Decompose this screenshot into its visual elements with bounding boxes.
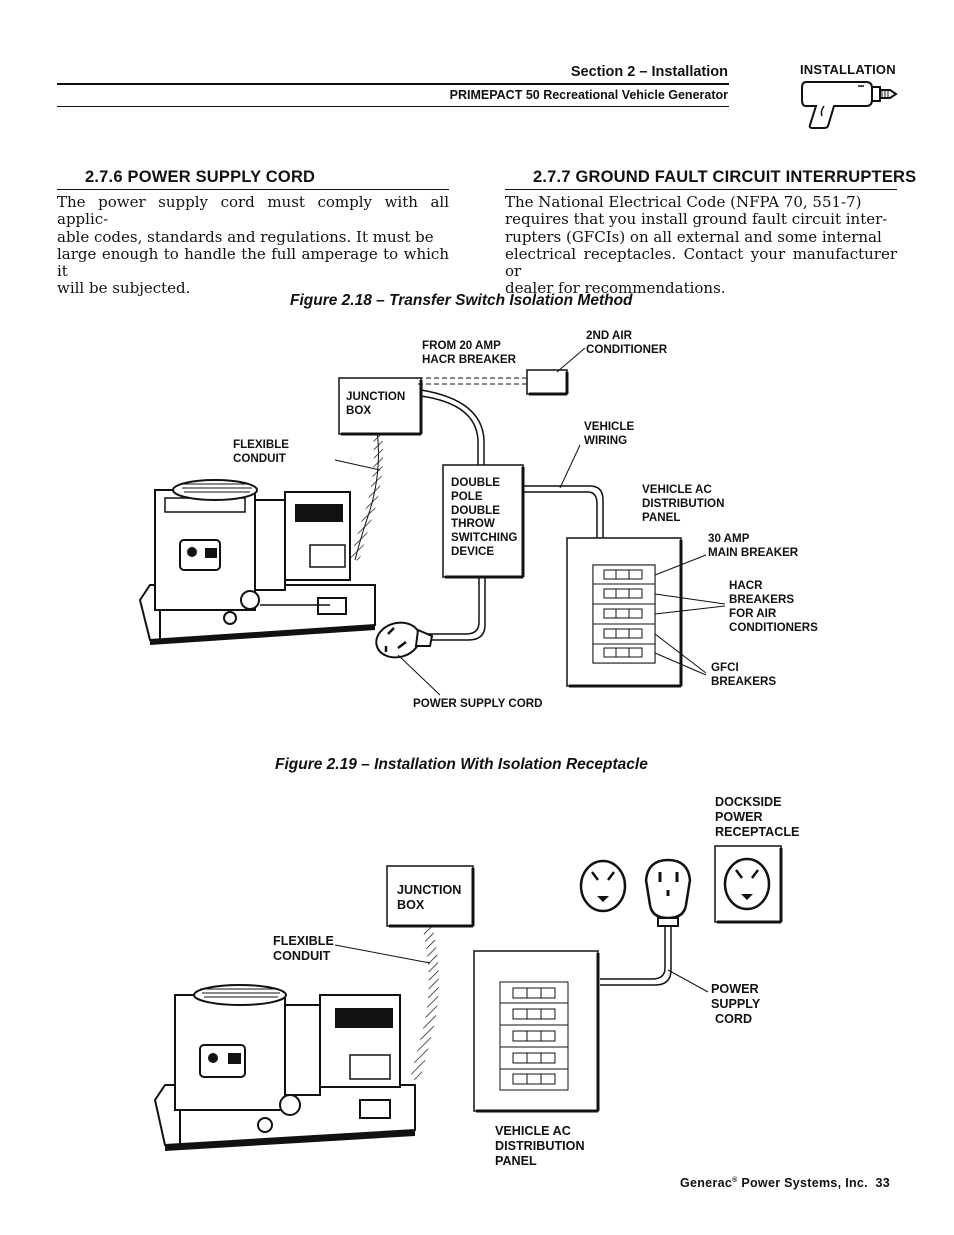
label-flexible-conduit: FLEXIBLE: [273, 934, 334, 948]
label-vehicle-wiring: VEHICLE: [584, 420, 635, 433]
label-power-supply-cord: SUPPLY: [711, 997, 761, 1011]
label-dockside-receptacle: RECEPTACLE: [715, 825, 799, 839]
registered-mark: ®: [732, 1176, 738, 1184]
label-flexible-conduit: FLEXIBLE: [233, 438, 289, 451]
footer-company-rest: Power Systems, Inc.: [737, 1176, 868, 1190]
label-air-conditioner: 2ND AIR: [586, 329, 633, 342]
label-distribution-panel: PANEL: [495, 1154, 537, 1168]
label-power-supply-cord: POWER: [711, 982, 759, 996]
label-dockside-receptacle: POWER: [715, 810, 763, 824]
label-junction-box: BOX: [397, 898, 425, 912]
label-distribution-panel: VEHICLE AC: [495, 1124, 571, 1138]
generator-illustration: [138, 479, 376, 645]
label-main-breaker: MAIN BREAKER: [708, 546, 799, 559]
label-hacr-breakers: FOR AIR: [729, 607, 777, 620]
section-title: Section 2 – Installation: [570, 64, 728, 80]
label-switching-device: POLE: [451, 490, 483, 503]
label-switching-device: DOUBLE: [451, 504, 500, 517]
label-distribution-panel: DISTRIBUTION: [495, 1139, 585, 1153]
generator-illustration: [153, 984, 416, 1151]
page-footer: Generac® Power Systems, Inc. 33: [680, 1176, 890, 1190]
heading-power-supply-cord: 2.7.6 POWER SUPPLY CORD: [85, 168, 316, 186]
label-hacr-breakers: CONDITIONERS: [729, 621, 818, 634]
label-flexible-conduit: CONDUIT: [233, 452, 286, 465]
label-distribution-panel: VEHICLE AC: [642, 483, 712, 496]
air-conditioner-box: [526, 369, 568, 395]
label-junction-box: JUNCTION: [346, 390, 405, 403]
document-subtitle: PRIMEPACT 50 Recreational Vehicle Genera…: [449, 88, 728, 102]
label-dockside-receptacle: DOCKSIDE: [715, 795, 781, 809]
footer-company: Generac: [679, 1176, 733, 1190]
label-switching-device: DEVICE: [451, 545, 494, 558]
label-from-breaker: FROM 20 AMP: [422, 339, 501, 352]
paragraph-line: electrical receptacles. Contact your man…: [505, 244, 897, 281]
label-junction-box: BOX: [346, 404, 371, 417]
drill-icon: [801, 81, 898, 129]
label-distribution-panel: DISTRIBUTION: [642, 497, 724, 510]
paragraph-power-supply-cord: The power supply cord must comply with a…: [57, 193, 449, 298]
heading-rule-left: [57, 189, 449, 190]
page-number: 33: [875, 1176, 890, 1190]
label-gfci-breakers: BREAKERS: [711, 675, 776, 688]
heading-gfci: 2.7.7 GROUND FAULT CIRCUIT INTERRUPTERS: [533, 168, 917, 186]
junction-box: [386, 865, 474, 927]
label-distribution-panel: PANEL: [642, 511, 680, 524]
paragraph-line: will be subjected.: [57, 279, 191, 298]
label-switching-device: SWITCHING: [451, 531, 517, 544]
paragraph-line: able codes, standards and regulations. I…: [57, 227, 434, 246]
dockside-outlet-icon: [723, 857, 771, 911]
label-gfci-breakers: GFCI: [711, 661, 739, 674]
junction-box: [338, 377, 422, 435]
label-flexible-conduit: CONDUIT: [273, 949, 331, 963]
label-switching-device: DOUBLE: [451, 476, 500, 489]
label-air-conditioner: CONDITIONER: [586, 343, 668, 356]
label-hacr-breakers: HACR: [729, 579, 763, 592]
isolation-receptacle-icon: [579, 859, 627, 913]
header-rule: [57, 83, 729, 85]
paragraph-line: large enough to handle the full amperage…: [57, 244, 449, 281]
label-main-breaker: 30 AMP: [708, 532, 750, 545]
power-plug-icon: [375, 621, 434, 659]
heading-rule-right: [505, 189, 897, 190]
label-power-supply-cord: CORD: [715, 1012, 752, 1026]
label-switching-device: THROW: [451, 517, 495, 530]
paragraph-line: requires that you install ground fault c…: [505, 210, 888, 229]
label-from-breaker: HACR BREAKER: [422, 353, 517, 366]
label-hacr-breakers: BREAKERS: [729, 593, 794, 606]
header-rule-bottom: [57, 106, 729, 107]
figure-2-18-caption: Figure 2.18 – Transfer Switch Isolation …: [290, 292, 633, 309]
paragraph-gfci: The National Electrical Code (NFPA 70, 5…: [505, 193, 897, 298]
paragraph-line: dealer for recommendations.: [505, 279, 726, 298]
installation-badge-label: INSTALLATION: [800, 62, 896, 77]
power-plug-icon: [644, 858, 692, 927]
paragraph-line: The National Electrical Code (NFPA 70, 5…: [505, 193, 862, 211]
label-junction-box: JUNCTION: [397, 883, 461, 897]
label-power-supply-cord: POWER SUPPLY CORD: [413, 697, 543, 710]
figure-2-19-caption: Figure 2.19 – Installation With Isolatio…: [275, 756, 648, 773]
paragraph-line: The power supply cord must comply with a…: [57, 193, 449, 229]
label-vehicle-wiring: WIRING: [584, 434, 627, 447]
paragraph-line: rupters (GFCIs) on all external and some…: [505, 227, 882, 246]
